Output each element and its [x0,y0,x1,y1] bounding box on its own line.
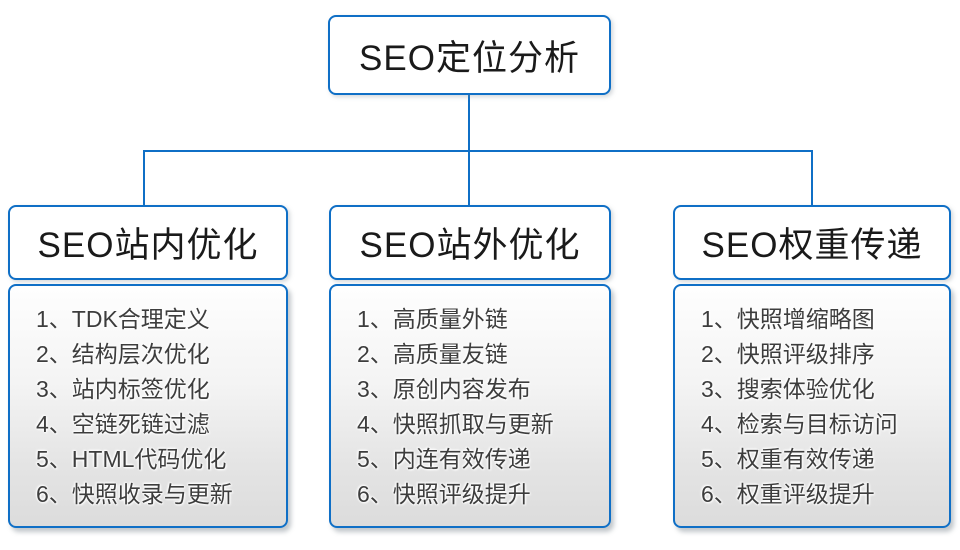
list-item: 3、站内标签优化 [36,376,210,402]
list-item: 5、内连有效传递 [357,446,531,472]
column-header-label: SEO站外优化 [359,226,581,265]
connector-root-stem [468,95,470,152]
column-header-offsite: SEO站外优化 [329,205,611,280]
list-item: 6、快照评级提升 [357,481,531,507]
column-body-onsite: 1、TDK合理定义 2、结构层次优化 3、站内标签优化 4、空链死链过滤 5、H… [8,284,288,528]
list-item: 4、空链死链过滤 [36,411,210,437]
list-item: 3、搜索体验优化 [701,376,875,402]
column-header-onsite: SEO站内优化 [8,205,288,280]
list-item: 2、结构层次优化 [36,341,210,367]
list-item: 1、TDK合理定义 [36,306,210,332]
column-header-weight: SEO权重传递 [673,205,951,280]
list-item: 2、高质量友链 [357,341,508,367]
root-node-seo-positioning: SEO定位分析 [328,15,611,95]
list-item: 4、快照抓取与更新 [357,411,554,437]
list-item: 2、快照评级排序 [701,341,875,367]
connector-horizontal-bar [143,150,813,152]
list-item: 1、高质量外链 [357,306,508,332]
list-item: 1、快照增缩略图 [701,306,875,332]
list-item: 6、权重评级提升 [701,481,875,507]
list-item: 5、HTML代码优化 [36,446,227,472]
connector-drop-left [143,150,145,206]
list-item: 4、检索与目标访问 [701,411,898,437]
connector-drop-right [811,150,813,206]
list-item: 3、原创内容发布 [357,376,531,402]
column-body-weight: 1、快照增缩略图 2、快照评级排序 3、搜索体验优化 4、检索与目标访问 5、权… [673,284,951,528]
column-header-label: SEO权重传递 [701,226,923,265]
connector-drop-center [468,150,470,206]
list-item: 6、快照收录与更新 [36,481,233,507]
list-item: 5、权重有效传递 [701,446,875,472]
column-body-offsite: 1、高质量外链 2、高质量友链 3、原创内容发布 4、快照抓取与更新 5、内连有… [329,284,611,528]
column-header-label: SEO站内优化 [37,226,259,265]
root-node-label: SEO定位分析 [359,38,580,78]
